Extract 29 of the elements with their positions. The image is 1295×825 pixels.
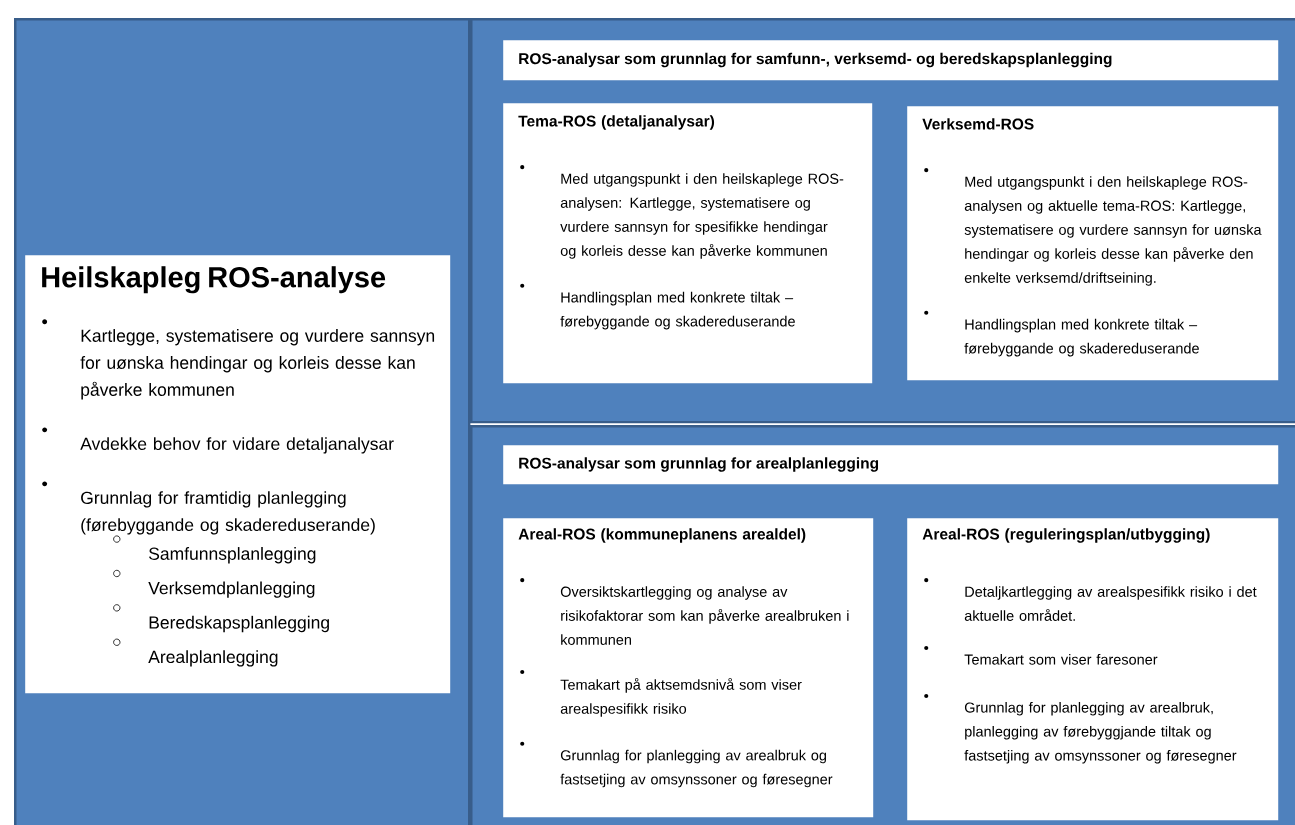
bullet-item: Med utgangspunkt i den heilskaplege ROS-analysen og aktuelle tema-ROS: Kartlegge, systematisere og vurdere sannsyn for uønska hendingar og korleis desse kan påverke den enkelte verksemd/driftseining. <box>924 168 1262 286</box>
text-card <box>25 255 451 694</box>
bullet-item: Oversiktskartlegging og analyse av risikofaktorar som kan påverke arealbruken i kommunen <box>520 578 849 645</box>
bullet-item: Handlingsplan med konkrete tiltak – førebyggande og skadereduserande <box>924 310 1199 357</box>
card-heading: Verksemd-ROS <box>922 118 1034 130</box>
bullet-item: Med utgangspunkt i den heilskaplege ROS-analysen: Kartlegge, systematisere og vurdere sannsyn for spesifikke hendingar og korleis desse kan påverke kommunen <box>520 165 844 259</box>
bullet-item: Temakart på aktsemdsnivå som viser arealspesifikk risiko <box>520 669 802 717</box>
title-bar: ROS-analysar som grunnlag for arealplanlegging <box>503 445 1279 485</box>
sub-bullet-item: Arealplanlegging <box>113 638 278 667</box>
text-card <box>907 106 1279 381</box>
card-heading: Heilskapleg ROS-analyse <box>42 266 386 294</box>
bullet-item: Temakart som viser faresoner <box>924 645 1158 665</box>
card-heading: Areal-ROS (reguleringsplan/utbygging) <box>922 528 1210 543</box>
text-card <box>503 518 874 818</box>
text-card <box>907 518 1279 821</box>
bullet-item: Handlingsplan med konkrete tiltak – førebyggande og skadereduserande <box>520 283 795 330</box>
card-heading: Tema-ROS (detaljanalysar) <box>518 115 715 130</box>
bullet-item: Grunnlag for planlegging av arealbruk og fastsetjing av omsynssoner og føresegner <box>520 741 833 788</box>
text-card <box>503 103 873 384</box>
bullet-item: Grunnlag for planlegging av arealbruk, planlegging av førebyggjande tiltak og fastsetjing av omsynssoner og føresegner <box>924 693 1237 764</box>
bullet-item: Avdekke behov for vidare detaljanalysar <box>42 427 394 454</box>
bullet-item: Detaljkartlegging av arealspesifikk risiko i det aktuelle området. <box>924 578 1257 621</box>
bullet-item: Kartlegge, systematisere og vurdere sannsyn for uønska hendingar og korleis desse kan påverke kommunen <box>42 319 435 400</box>
sub-bullet-item: Beredskapsplanlegging <box>113 604 329 633</box>
bullet-item: Grunnlag for framtidig planlegging (førebyggande og skadereduserande) <box>42 481 375 535</box>
card-heading: Areal-ROS (kommuneplanens arealdel) <box>518 528 806 543</box>
title-bar: ROS-analysar som grunnlag for samfunn-, verksemd- og beredskapsplanlegging <box>503 40 1279 81</box>
sub-bullet-item: Verksemdplanlegging <box>113 569 315 598</box>
sub-bullet-item: Samfunnsplanlegging <box>113 535 316 564</box>
